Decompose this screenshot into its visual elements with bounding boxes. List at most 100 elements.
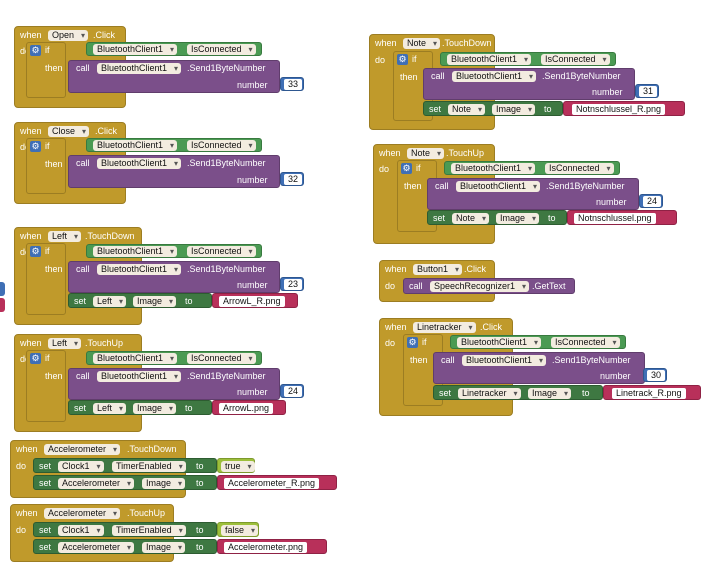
send-byte-call[interactable]: call BluetoothClient1 .Send1ByteNumber n… — [68, 155, 280, 188]
component-dropdown[interactable]: Note — [452, 213, 490, 224]
boolean-dropdown[interactable]: false — [221, 525, 259, 536]
send-byte-call[interactable]: call BluetoothClient1 .Send1ByteNumber n… — [427, 178, 639, 210]
set-image-block[interactable]: set Note Image to — [427, 210, 567, 225]
send-byte-call[interactable]: call BluetoothClient1 .Send1ByteNumber n… — [423, 68, 635, 100]
number-block[interactable]: 30 — [643, 368, 667, 382]
boolean-false-block[interactable]: false — [217, 522, 259, 537]
send-byte-call[interactable]: call BluetoothClient1 .Send1ByteNumber n… — [68, 368, 280, 400]
set-image-block[interactable]: set Left Image to — [68, 293, 212, 308]
if-block[interactable]: ⚙ if then — [26, 243, 66, 315]
number-value[interactable]: 30 — [647, 370, 666, 381]
text-value[interactable]: Linetrack_R.png — [612, 388, 686, 399]
text-block[interactable]: Notnschlussel.png — [567, 210, 677, 225]
property-dropdown[interactable]: IsConnected — [187, 246, 256, 257]
gear-icon[interactable]: ⚙ — [397, 54, 408, 65]
number-block[interactable]: 23 — [280, 277, 304, 291]
text-value[interactable]: ArrowL_R.png — [219, 296, 285, 307]
property-dropdown[interactable]: TimerEnabled — [112, 525, 186, 536]
gear-icon[interactable]: ⚙ — [401, 163, 412, 174]
isconnected-getter[interactable]: BluetoothClient1 IsConnected — [86, 351, 262, 365]
client-dropdown[interactable]: BluetoothClient1 — [447, 54, 532, 65]
client-dropdown[interactable]: BluetoothClient1 — [97, 158, 182, 169]
component-dropdown[interactable]: Linetracker — [458, 388, 521, 399]
property-dropdown[interactable]: Image — [492, 104, 536, 115]
client-dropdown[interactable]: BluetoothClient1 — [456, 181, 541, 192]
number-value[interactable]: 23 — [284, 279, 303, 290]
property-dropdown[interactable]: IsConnected — [187, 353, 256, 364]
gear-icon[interactable]: ⚙ — [30, 45, 41, 56]
text-block[interactable]: ArrowL_R.png — [212, 293, 298, 308]
property-dropdown[interactable]: Image — [133, 403, 177, 414]
component-dropdown[interactable]: Accelerometer — [58, 542, 135, 553]
number-value[interactable]: 24 — [284, 386, 303, 397]
component-dropdown[interactable]: Close — [48, 126, 90, 137]
text-block[interactable]: Notnschlussel_R.png — [563, 101, 685, 116]
component-dropdown[interactable]: Note — [448, 104, 486, 115]
set-timer-block[interactable]: set Clock1 TimerEnabled to — [33, 458, 217, 473]
component-dropdown[interactable]: Clock1 — [58, 461, 104, 472]
text-value[interactable]: Accelerometer.png — [224, 542, 308, 553]
component-dropdown[interactable]: Left — [48, 231, 82, 242]
property-dropdown[interactable]: IsConnected — [187, 140, 256, 151]
text-value[interactable]: Accelerometer_R.png — [224, 478, 320, 489]
property-dropdown[interactable]: Image — [142, 478, 186, 489]
gear-icon[interactable]: ⚙ — [30, 246, 41, 257]
gear-icon[interactable]: ⚙ — [30, 353, 41, 364]
property-dropdown[interactable]: IsConnected — [187, 44, 256, 55]
send-byte-call[interactable]: call BluetoothClient1 .Send1ByteNumber n… — [68, 261, 280, 293]
boolean-dropdown[interactable]: true — [221, 461, 255, 472]
number-value[interactable]: 31 — [639, 86, 658, 97]
property-dropdown[interactable]: TimerEnabled — [112, 461, 186, 472]
if-block[interactable]: ⚙ if then — [26, 350, 66, 422]
text-block[interactable]: Accelerometer_R.png — [217, 475, 337, 490]
property-dropdown[interactable]: Image — [496, 213, 540, 224]
property-dropdown[interactable]: Image — [133, 296, 177, 307]
property-dropdown[interactable]: IsConnected — [551, 337, 620, 348]
if-block[interactable]: ⚙ if then — [26, 138, 66, 194]
set-image-block[interactable]: set Note Image to — [423, 101, 563, 116]
property-dropdown[interactable]: Image — [142, 542, 186, 553]
set-image-block[interactable]: set Accelerometer Image to — [33, 539, 217, 554]
component-dropdown[interactable]: Accelerometer — [44, 508, 121, 519]
text-block[interactable]: Linetrack_R.png — [603, 385, 701, 400]
number-value[interactable]: 33 — [284, 79, 303, 90]
property-dropdown[interactable]: Image — [528, 388, 572, 399]
set-image-block[interactable]: set Accelerometer Image to — [33, 475, 217, 490]
number-block[interactable]: 33 — [280, 77, 304, 91]
if-block[interactable]: ⚙ if then — [26, 42, 66, 98]
client-dropdown[interactable]: BluetoothClient1 — [97, 371, 182, 382]
property-dropdown[interactable]: IsConnected — [545, 163, 614, 174]
text-block[interactable]: Accelerometer.png — [217, 539, 327, 554]
recognizer-dropdown[interactable]: SpeechRecognizer1 — [430, 281, 530, 292]
text-block[interactable]: ArrowL.png — [212, 400, 286, 415]
text-value[interactable]: Notnschlussel.png — [574, 213, 656, 224]
gear-icon[interactable]: ⚙ — [30, 141, 41, 152]
boolean-true-block[interactable]: true — [217, 458, 255, 473]
isconnected-getter[interactable]: BluetoothClient1 IsConnected — [86, 244, 262, 258]
number-block[interactable]: 24 — [280, 384, 304, 398]
number-block[interactable]: 31 — [635, 84, 659, 98]
set-timer-block[interactable]: set Clock1 TimerEnabled to — [33, 522, 217, 537]
number-value[interactable]: 32 — [284, 174, 303, 185]
client-dropdown[interactable]: BluetoothClient1 — [457, 337, 542, 348]
component-dropdown[interactable]: Button1 — [413, 264, 463, 275]
component-dropdown[interactable]: Clock1 — [58, 525, 104, 536]
component-dropdown[interactable]: Accelerometer — [58, 478, 135, 489]
component-dropdown[interactable]: Left — [93, 296, 127, 307]
component-dropdown[interactable]: Left — [93, 403, 127, 414]
client-dropdown[interactable]: BluetoothClient1 — [93, 140, 178, 151]
isconnected-getter[interactable]: BluetoothClient1 IsConnected — [450, 335, 626, 349]
client-dropdown[interactable]: BluetoothClient1 — [93, 246, 178, 257]
component-dropdown[interactable]: Left — [48, 338, 82, 349]
set-image-block[interactable]: set Linetracker Image to — [433, 385, 603, 400]
number-value[interactable]: 24 — [643, 196, 662, 207]
property-dropdown[interactable]: IsConnected — [541, 54, 610, 65]
gear-icon[interactable]: ⚙ — [407, 337, 418, 348]
gettext-call[interactable]: call SpeechRecognizer1 .GetText — [403, 278, 575, 294]
client-dropdown[interactable]: BluetoothClient1 — [462, 355, 547, 366]
client-dropdown[interactable]: BluetoothClient1 — [93, 353, 178, 364]
number-block[interactable]: 32 — [280, 172, 304, 186]
component-dropdown[interactable]: Linetracker — [413, 322, 476, 333]
send-byte-call[interactable]: call BluetoothClient1 .Send1ByteNumber n… — [433, 352, 645, 384]
isconnected-getter[interactable]: BluetoothClient1 IsConnected — [86, 138, 262, 152]
